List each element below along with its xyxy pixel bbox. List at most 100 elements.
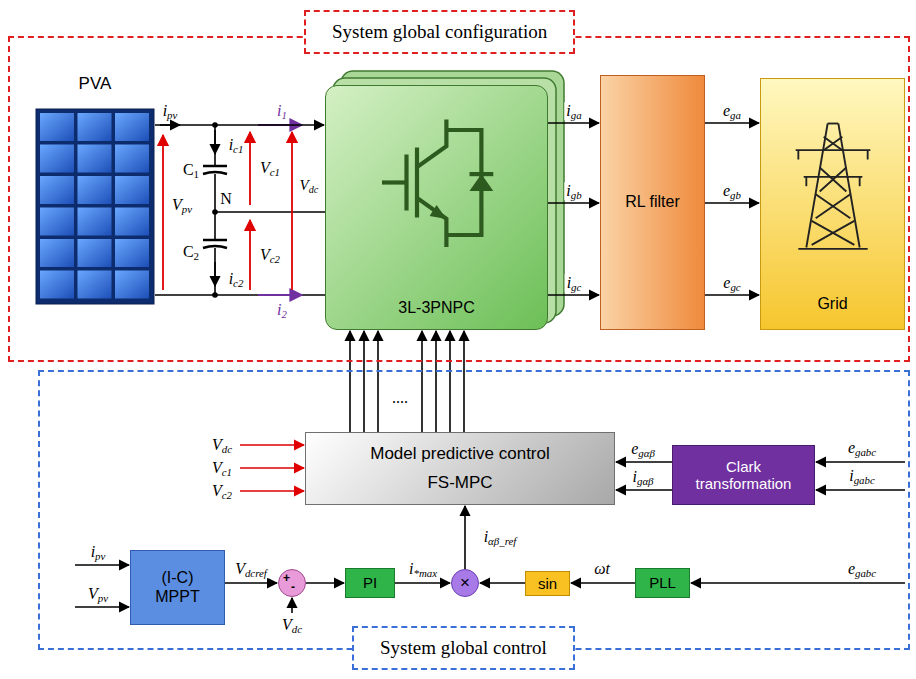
pv-cell bbox=[40, 271, 74, 299]
pi-controller: PI bbox=[345, 568, 395, 598]
pylon-stroke bbox=[824, 137, 843, 150]
signal-label: Vdc bbox=[282, 616, 302, 634]
block-label: PI bbox=[363, 574, 377, 591]
transform-block: Clark transformation bbox=[672, 445, 815, 505]
pylon-stroke bbox=[798, 248, 867, 250]
block-label: PLL bbox=[649, 574, 676, 591]
connector bbox=[464, 506, 466, 569]
signal-label: Vdc bbox=[212, 436, 232, 454]
edge-label: igb bbox=[564, 182, 583, 200]
signal-label: egabc bbox=[848, 560, 876, 578]
region-heading: System global configuration bbox=[304, 10, 575, 54]
junction-dots bbox=[212, 122, 218, 298]
drawing-part bbox=[75, 606, 129, 608]
symbol-stroke bbox=[417, 120, 446, 168]
signal-label: Vc2 bbox=[260, 246, 280, 264]
block-label: + bbox=[283, 572, 290, 586]
connector bbox=[395, 582, 450, 584]
drawing-part bbox=[214, 262, 216, 286]
signal-label: N bbox=[220, 190, 232, 208]
signal-label: ipv bbox=[163, 102, 178, 120]
drawing-part bbox=[203, 246, 227, 248]
pll-block: PLL bbox=[635, 568, 690, 598]
pylon-stroke bbox=[867, 150, 869, 159]
connector bbox=[616, 489, 672, 491]
pv-cell bbox=[78, 145, 112, 173]
pylon-stroke bbox=[804, 176, 863, 178]
edge-label: egαβ bbox=[629, 440, 657, 458]
mppt-block: (I-C) MPPT bbox=[130, 550, 225, 625]
drawing-part bbox=[816, 461, 905, 463]
pv-cell bbox=[115, 113, 149, 141]
drawing-part bbox=[212, 292, 218, 298]
connector bbox=[548, 202, 599, 204]
drawing-part bbox=[291, 598, 293, 613]
pylon-stroke bbox=[812, 221, 855, 245]
dc-link-circuit bbox=[155, 125, 325, 295]
connector bbox=[548, 122, 599, 124]
pv-cell bbox=[78, 239, 112, 267]
signal-label: Vpv bbox=[172, 196, 192, 214]
configuration-region: PVA3L-3PNPCRL filterGridSystem global co… bbox=[8, 36, 910, 362]
block-label: - bbox=[291, 581, 295, 595]
signal-label: .... bbox=[392, 389, 408, 407]
pv-cell bbox=[115, 239, 149, 267]
signal-label: Vpv bbox=[88, 585, 108, 603]
drawing-part bbox=[214, 248, 216, 295]
drawing-part bbox=[258, 294, 302, 296]
drawing-part bbox=[212, 209, 218, 215]
symbol-stroke bbox=[417, 198, 446, 247]
block-label: Model predictive control bbox=[370, 444, 550, 464]
drawing-part bbox=[203, 239, 227, 242]
pylon-stroke bbox=[805, 177, 807, 186]
symbol-stroke bbox=[382, 180, 407, 184]
connector bbox=[480, 582, 525, 584]
pv-cell bbox=[40, 239, 74, 267]
pv-cell bbox=[78, 176, 112, 204]
filter-box: RL filter bbox=[600, 75, 705, 330]
connector bbox=[571, 582, 635, 584]
signal-label: C1 bbox=[183, 161, 199, 179]
signal-label: C2 bbox=[183, 243, 199, 261]
signal-label: igabc bbox=[849, 467, 875, 485]
block-label: Clark transformation bbox=[679, 458, 808, 493]
drawing-part bbox=[249, 132, 251, 205]
pylon-stroke bbox=[796, 149, 871, 151]
connector bbox=[705, 122, 759, 124]
signal-label: Vc2 bbox=[212, 482, 232, 500]
pylon-stroke bbox=[828, 123, 839, 125]
connector bbox=[616, 461, 672, 463]
pv-cell bbox=[115, 145, 149, 173]
pylon-stroke bbox=[812, 221, 855, 245]
drawing-part bbox=[214, 130, 216, 154]
pv-cell bbox=[78, 271, 112, 299]
pv-cell bbox=[40, 113, 74, 141]
pv-cell bbox=[115, 208, 149, 236]
mpc-block: Model predictive controlFS-MPC bbox=[305, 432, 615, 505]
edge-label: egc bbox=[721, 274, 742, 292]
pv-panel-drawing bbox=[35, 108, 155, 305]
block-label: × bbox=[460, 573, 470, 593]
sine-block: sin bbox=[525, 571, 570, 596]
pylon-stroke bbox=[797, 150, 799, 159]
igbt-symbol bbox=[368, 100, 508, 265]
connector bbox=[705, 202, 759, 204]
edge-label: i*max bbox=[407, 560, 439, 578]
drawing-part bbox=[249, 220, 251, 290]
drawing-part bbox=[816, 489, 905, 491]
connector bbox=[463, 331, 465, 432]
signal-label: ic2 bbox=[229, 270, 244, 288]
pv-cell bbox=[40, 176, 74, 204]
control-region: Model predictive controlFS-MPC Clark tran… bbox=[38, 370, 910, 650]
drawing-part bbox=[240, 444, 304, 446]
connector bbox=[377, 331, 379, 432]
block-label: sin bbox=[538, 575, 557, 592]
connector bbox=[705, 294, 759, 296]
region-heading: PVA bbox=[35, 74, 155, 94]
npc-inverter: 3L-3PNPC bbox=[325, 85, 548, 330]
summing-junction: +- bbox=[278, 569, 306, 597]
pylon-stroke bbox=[824, 137, 843, 150]
drawing-part bbox=[240, 490, 304, 492]
